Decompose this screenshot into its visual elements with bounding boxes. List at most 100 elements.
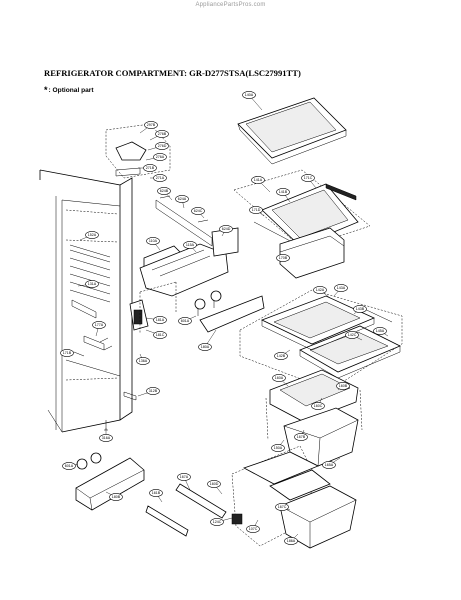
callout-143b: 143B bbox=[353, 305, 367, 315]
callout-145a: 145A bbox=[373, 327, 389, 337]
callout-141b: 141B bbox=[276, 188, 291, 203]
callout-171d: 171D bbox=[249, 206, 265, 217]
callout-label: 107C bbox=[249, 527, 258, 531]
callout-bubble bbox=[177, 473, 191, 481]
callout-label: 142C bbox=[348, 333, 357, 337]
callout-label: 140A bbox=[245, 93, 254, 97]
upper-shelf-assembly bbox=[233, 169, 371, 279]
callout-bubble bbox=[272, 374, 286, 382]
callout-131a: 131A bbox=[77, 280, 99, 288]
callout-label: 171D bbox=[252, 208, 261, 212]
callout-276a: 276A bbox=[145, 153, 167, 161]
callout-label: 271A bbox=[156, 176, 165, 180]
callout-136a: 136A bbox=[136, 353, 150, 365]
callout-bubble bbox=[60, 349, 74, 357]
callout-label: 601A bbox=[65, 464, 74, 468]
callout-bubble bbox=[92, 321, 106, 329]
callout-bubble bbox=[242, 91, 256, 99]
callout-label: 177A bbox=[95, 323, 104, 327]
callout-bubble bbox=[146, 387, 160, 395]
callout-297b: 297B bbox=[139, 121, 158, 134]
callout-624d: 624D bbox=[219, 225, 233, 237]
callout-bubble bbox=[353, 305, 367, 313]
callout-label: 170B bbox=[279, 256, 288, 260]
callout-167a: 167A bbox=[177, 473, 191, 491]
callout-bubble bbox=[311, 402, 325, 410]
callout-150a: 150A bbox=[271, 439, 285, 452]
callout-bubble bbox=[157, 187, 171, 195]
callout-label: 312B bbox=[149, 389, 158, 393]
callout-bubble bbox=[153, 331, 167, 339]
callout-bubble bbox=[251, 176, 265, 184]
callout-bubble bbox=[334, 284, 348, 292]
callout-bubble bbox=[149, 489, 163, 497]
callout-label: 110A bbox=[149, 239, 158, 243]
callout-bubble bbox=[144, 121, 158, 129]
callout-161b: 161B bbox=[149, 489, 163, 503]
callout-bubble bbox=[301, 174, 315, 182]
bottom-pan-drawer bbox=[145, 445, 357, 549]
callout-170b: 170B bbox=[276, 254, 290, 262]
callout-271b: 271B bbox=[138, 164, 157, 172]
callout-110a: 110A bbox=[146, 237, 161, 251]
callout-bubble bbox=[155, 142, 169, 150]
callout-label: 624D bbox=[222, 227, 231, 231]
callout-bubble bbox=[85, 280, 99, 288]
callout-label: 180B bbox=[112, 495, 121, 499]
callout-label: 186A bbox=[287, 539, 296, 543]
callout-label: 167A bbox=[180, 475, 189, 479]
callout-bubble bbox=[99, 434, 113, 442]
callout-label: 152A bbox=[88, 233, 97, 237]
callout-label: 160A bbox=[275, 376, 284, 380]
crisper-drawer bbox=[265, 369, 363, 467]
callout-140a: 140A bbox=[242, 91, 263, 111]
callout-167b: 167B bbox=[294, 429, 308, 441]
callout-bubble bbox=[146, 237, 160, 245]
callout-bubble bbox=[183, 241, 197, 249]
callout-143a: 143A bbox=[333, 284, 348, 297]
callout-bubble bbox=[276, 254, 290, 262]
callout-label: 160D bbox=[210, 482, 219, 486]
callout-label: 142A bbox=[316, 288, 325, 292]
legend-text: : Optional part bbox=[48, 87, 94, 94]
callout-label: 143A bbox=[337, 286, 346, 290]
callout-label: 115A bbox=[186, 243, 195, 247]
callout-label: 624C bbox=[194, 209, 203, 213]
callout-160a: 160A bbox=[272, 374, 289, 387]
callout-label: 124C bbox=[213, 520, 222, 524]
callout-142a: 142A bbox=[313, 286, 331, 299]
callout-141a: 141A bbox=[251, 176, 271, 193]
callout-bubble bbox=[274, 352, 288, 360]
callout-label: 271B bbox=[146, 166, 155, 170]
callout-bubble bbox=[284, 537, 298, 545]
callout-bubble bbox=[136, 357, 150, 365]
callout-271a: 271A bbox=[150, 174, 167, 182]
callout-bubble bbox=[313, 286, 327, 294]
callout-bubble bbox=[153, 153, 167, 161]
cabinet-liner bbox=[39, 169, 137, 433]
callout-bubble bbox=[109, 493, 123, 501]
callout-316a: 316A bbox=[99, 428, 113, 442]
callout-bubble bbox=[210, 518, 224, 526]
callout-label: 131A bbox=[88, 282, 97, 286]
callout-bubble bbox=[85, 231, 99, 239]
left-bottom-parts bbox=[75, 420, 145, 511]
callout-label: 181C bbox=[156, 333, 165, 337]
diagram-title: REFRIGERATOR COMPARTMENT: GR-D277STSA(LS… bbox=[44, 68, 301, 78]
callout-624a: 624A bbox=[175, 195, 189, 209]
callout-label: 142B bbox=[277, 354, 286, 358]
callout-624c: 624C bbox=[191, 207, 205, 219]
watermark: AppliancePartsPros.com bbox=[195, 2, 266, 8]
callout-label: 136A bbox=[139, 359, 148, 363]
callout-bubble bbox=[271, 444, 285, 452]
callout-label: 624B bbox=[160, 189, 169, 193]
callout-bubble bbox=[276, 188, 290, 196]
callout-label: 316A bbox=[102, 436, 111, 440]
light-assembly bbox=[99, 123, 265, 351]
callout-bubble bbox=[219, 225, 233, 233]
callout-276d: 276D bbox=[147, 142, 169, 151]
callout-bubble bbox=[178, 317, 192, 325]
callout-bubble bbox=[246, 525, 260, 533]
